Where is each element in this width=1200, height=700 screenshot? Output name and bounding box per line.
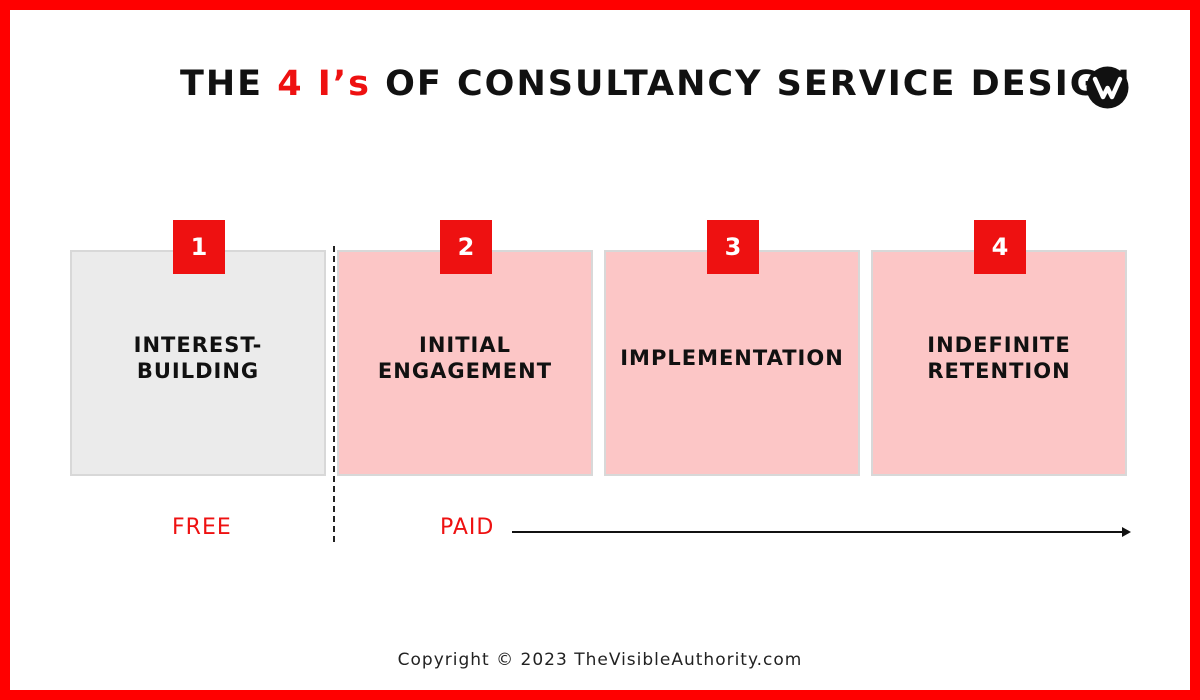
stage-box-interest-building: INTEREST- BUILDING [70,250,326,476]
stage-label: IMPLEMENTATION [620,346,844,370]
free-label: FREE [172,515,232,540]
free-paid-divider [333,246,335,542]
stage-box-initial-engagement: INITIAL ENGAGEMENT [337,250,593,476]
stage-number-badge: 4 [974,220,1026,274]
stage-number-badge: 1 [173,220,225,274]
stage-box-indefinite-retention: INDEFINITE RETENTION [871,250,1127,476]
title-accent: 4 I’s [277,64,371,104]
stage-label: INTEREST- BUILDING [133,333,263,383]
page-title: THE 4 I’s OF CONSULTANCY SERVICE DESIGN [180,64,1130,104]
stage-number-badge: 2 [440,220,492,274]
stage-label: INDEFINITE RETENTION [927,333,1071,383]
paid-label: PAID [440,515,495,540]
title-prefix: THE [180,64,278,104]
visible-authority-logo-icon [1086,66,1129,109]
stage-number-badge: 3 [707,220,759,274]
stage-label: INITIAL ENGAGEMENT [377,333,553,383]
title-suffix: OF CONSULTANCY SERVICE DESIGN [370,64,1132,104]
stage-box-implementation: IMPLEMENTATION [604,250,860,476]
copyright-text: Copyright © 2023 TheVisibleAuthority.com [397,650,803,670]
paid-arrow-icon [512,527,1131,537]
